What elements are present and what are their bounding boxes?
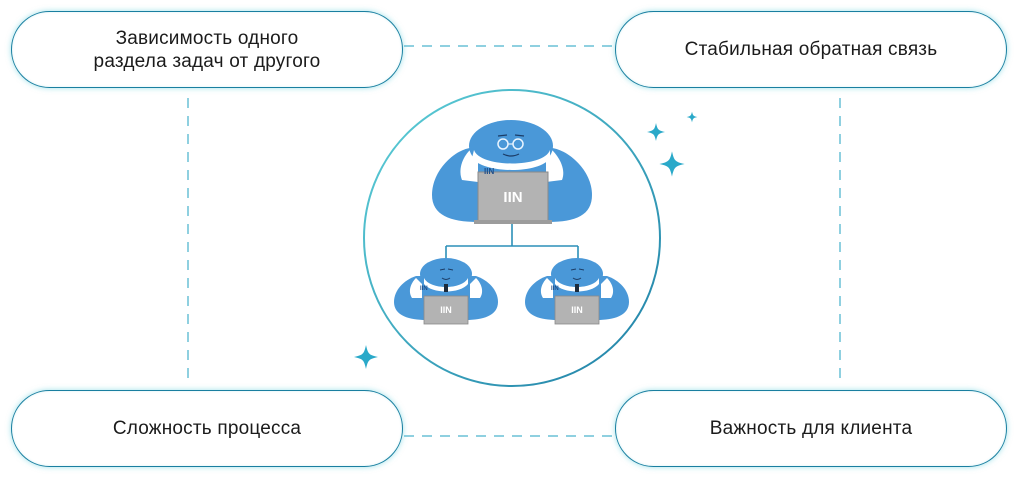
factor-label-line1: Зависимость одного [115,27,299,49]
laptop-logo-left: IIN [440,305,452,315]
factor-label: Сложность процесса [112,418,302,439]
robot-member-left: IIN IIN [394,258,498,325]
connector-lines [187,45,841,437]
sparkle-icon [647,123,665,141]
robot-member-right: IIN IIN [525,258,629,325]
laptop-logo-right: IIN [571,305,583,315]
svg-text:IIN: IIN [551,286,559,292]
factor-box-feedback: Стабильная обратная связь [615,11,1007,88]
laptop-logo-lead: IIN [503,189,522,206]
factor-box-client-importance: Важность для клиента [615,390,1007,467]
svg-text:IIN: IIN [484,167,494,176]
sparkle-icon [354,345,378,369]
factor-box-task-dependency: Зависимость одного раздела задач от друг… [11,11,403,88]
factor-label: Важность для клиента [709,418,913,439]
svg-text:IIN: IIN [420,286,428,292]
robot-lead: IIN IIN [432,120,592,224]
factor-label: Стабильная обратная связь [684,39,938,60]
sparkle-icon [659,151,685,177]
factor-label: Зависимость одного раздела задач от друг… [94,27,321,73]
factor-box-complexity: Сложность процесса [11,390,403,467]
sparkle-icon [686,111,698,123]
factor-label-line2: раздела задач от другого [93,50,321,72]
